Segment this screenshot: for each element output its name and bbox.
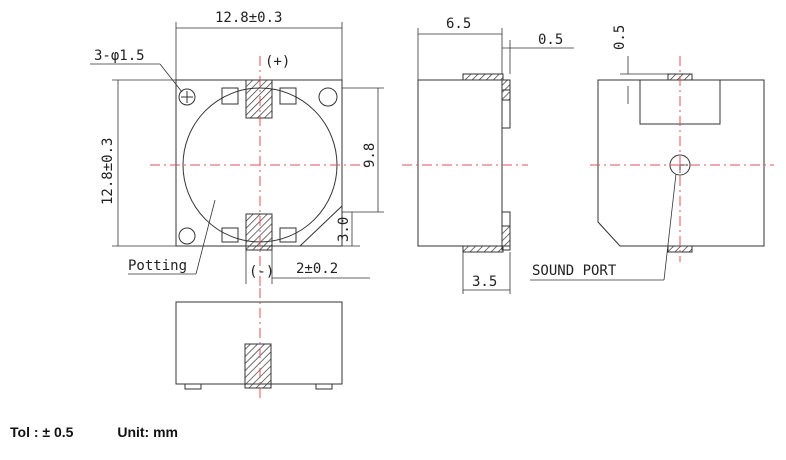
right-dimensions xyxy=(530,56,677,281)
label-3-0: 3.0 xyxy=(336,217,352,242)
pin-minus-hatch xyxy=(245,213,273,251)
label-9-8: 9.8 xyxy=(362,143,378,168)
label-sound-port: SOUND PORT xyxy=(532,263,617,279)
bottom-pin-hatch xyxy=(244,343,272,389)
label-potting: Potting xyxy=(128,258,187,274)
tolerance-label: Tol : ± 0.5 xyxy=(10,424,74,440)
unit-label: Unit: mm xyxy=(117,424,178,440)
pin-plus-hatch xyxy=(245,79,273,119)
side-pin-top xyxy=(501,79,511,101)
front-dimensions xyxy=(90,22,384,284)
side-bottom-hatch xyxy=(462,245,504,253)
label-holes: 3-φ1.5 xyxy=(94,48,145,64)
hole-bottom-left xyxy=(178,227,196,245)
label-height-left: 12.8±0.3 xyxy=(100,138,116,205)
hole-top-right xyxy=(318,87,338,107)
side-top-hatch xyxy=(462,73,504,81)
side-body xyxy=(417,79,503,247)
hole-top-left xyxy=(178,88,196,106)
label-right-top: 0.5 xyxy=(612,25,628,50)
label-plus: (+) xyxy=(265,54,290,70)
right-view xyxy=(597,79,765,247)
label-minus: (-) xyxy=(249,264,274,280)
right-body xyxy=(597,79,765,247)
right-center-lines xyxy=(590,56,774,262)
side-pin-bottom xyxy=(501,225,511,247)
footer: Tol : ± 0.5 Unit: mm xyxy=(10,424,178,440)
front-center-lines xyxy=(150,56,370,290)
label-pin-pitch: 2±0.2 xyxy=(296,261,338,277)
label-side-width: 6.5 xyxy=(446,16,471,32)
label-width-top: 12.8±0.3 xyxy=(215,10,282,26)
front-chamfer xyxy=(299,205,343,247)
label-side-small: 0.5 xyxy=(538,32,563,48)
side-dimensions xyxy=(417,28,574,294)
label-side-bottom: 3.5 xyxy=(472,274,497,290)
